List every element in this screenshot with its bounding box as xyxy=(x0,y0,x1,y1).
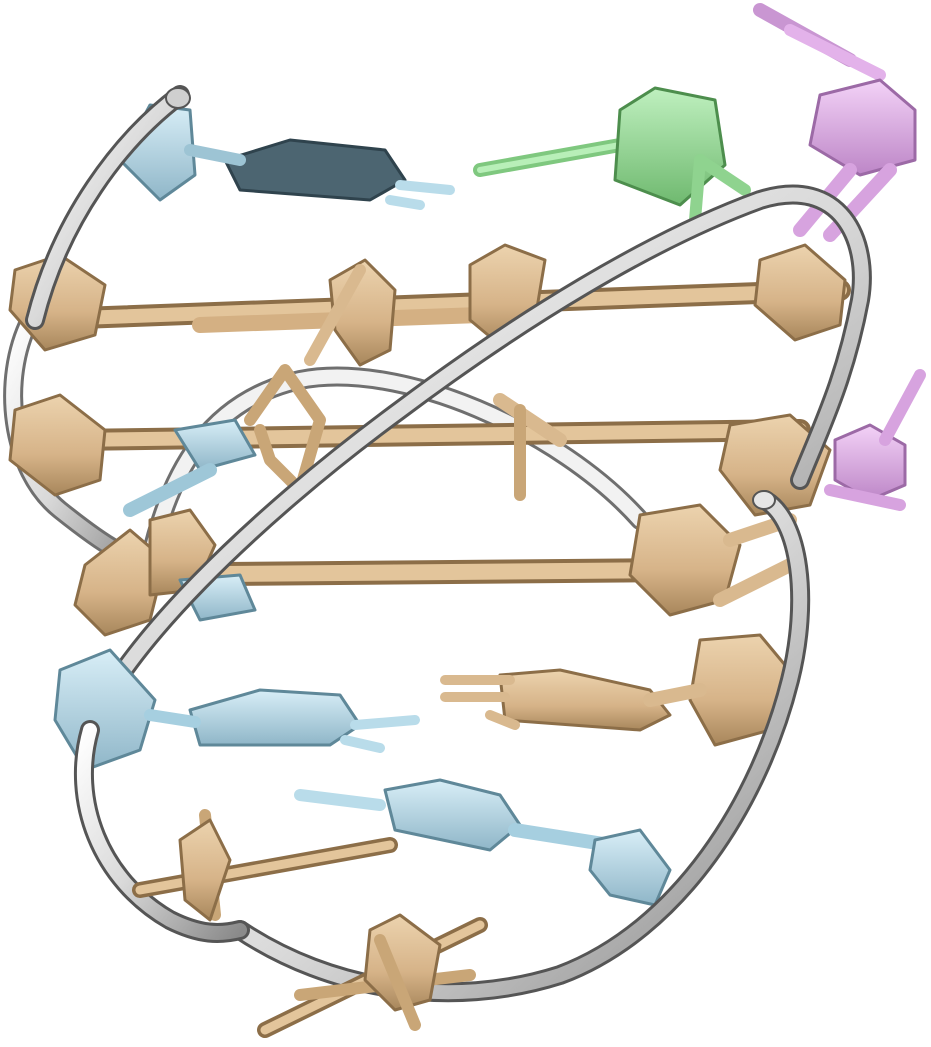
pyrimidine-top-left xyxy=(118,103,455,210)
backbone-front-diagonal xyxy=(80,184,872,740)
backbone-left-lower-arc xyxy=(73,720,250,943)
g-tetrad-1 xyxy=(8,243,851,367)
residue-green xyxy=(473,86,751,226)
pyrimidine-lower-right xyxy=(294,778,672,907)
bottom-bases xyxy=(132,809,488,1038)
g-tetrad-3 xyxy=(73,503,807,637)
residue-pink-right xyxy=(824,369,926,511)
backbone-top-left-arc xyxy=(25,85,191,330)
g-tetrad-2 xyxy=(8,364,832,517)
base-pair-lower xyxy=(53,633,787,772)
